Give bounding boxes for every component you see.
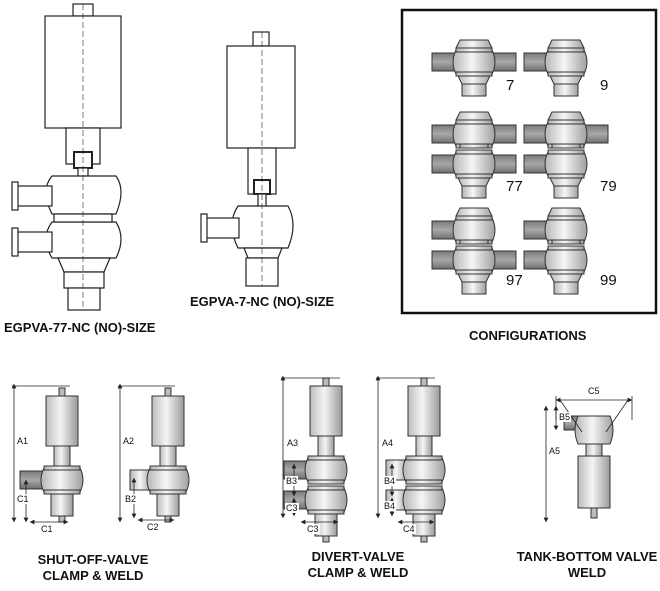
small-valve: [385, 377, 446, 543]
label-valve-7: EGPVA-7-NC (NO)-SIZE: [190, 294, 335, 309]
config-number: 99: [600, 272, 617, 289]
label-shutoff-line2: CLAMP & WELD: [42, 568, 144, 583]
dim-label: C2: [146, 522, 160, 532]
label-tank-bottom-valve: TANK-BOTTOM VALVE WELD: [514, 549, 660, 581]
configuration-icon: [523, 39, 588, 97]
dim-label: B2: [124, 494, 138, 504]
valve-7-drawing: [200, 31, 296, 287]
dim-label: A3: [286, 438, 300, 448]
label-shutoff-valve: SHUT-OFF-VALVE CLAMP & WELD: [28, 552, 158, 584]
dim-label: A4: [381, 438, 395, 448]
configuration-icon: [431, 39, 517, 97]
configuration-icons: [431, 39, 609, 295]
config-number: 9: [600, 77, 609, 94]
dim-label: C1: [16, 494, 30, 504]
label-configurations: CONFIGURATIONS: [469, 328, 587, 343]
configuration-icon: [431, 111, 517, 199]
small-valve: [129, 387, 190, 523]
dim-label: B3: [285, 476, 299, 486]
dim-label: A1: [16, 436, 30, 446]
dim-label: C5: [587, 386, 601, 396]
label-tank-line2: WELD: [567, 565, 607, 580]
label-shutoff-line1: SHUT-OFF-VALVE: [37, 552, 149, 567]
label-divert-line1: DIVERT-VALVE: [311, 549, 405, 564]
dim-label: C3: [285, 503, 299, 513]
dim-label: B4: [383, 501, 397, 511]
small-valve-drawings: [19, 377, 614, 543]
label-valve-77: EGPVA-77-NC (NO)-SIZE: [4, 320, 156, 335]
config-number: 7: [506, 77, 515, 94]
configuration-icon: [523, 207, 588, 295]
small-valve: [283, 377, 348, 543]
dim-label: A5: [548, 446, 562, 456]
dim-label: C4: [402, 524, 416, 534]
config-number: 97: [506, 272, 523, 289]
config-number: 77: [506, 178, 523, 195]
dim-label: B5: [558, 412, 572, 422]
label-divert-valve: DIVERT-VALVE CLAMP & WELD: [298, 549, 418, 581]
dim-label: B4: [383, 476, 397, 486]
label-tank-line1: TANK-BOTTOM VALVE: [516, 549, 658, 564]
dim-label: C1: [40, 524, 54, 534]
tank-bottom-valve: [563, 415, 614, 519]
small-valve: [19, 387, 84, 523]
configuration-icon: [431, 207, 517, 295]
configuration-icon: [523, 111, 609, 199]
valve-77-drawing: [11, 3, 122, 311]
dim-label: C3: [306, 524, 320, 534]
dim-label: A2: [122, 436, 136, 446]
label-divert-line2: CLAMP & WELD: [307, 565, 409, 580]
config-number: 79: [600, 178, 617, 195]
